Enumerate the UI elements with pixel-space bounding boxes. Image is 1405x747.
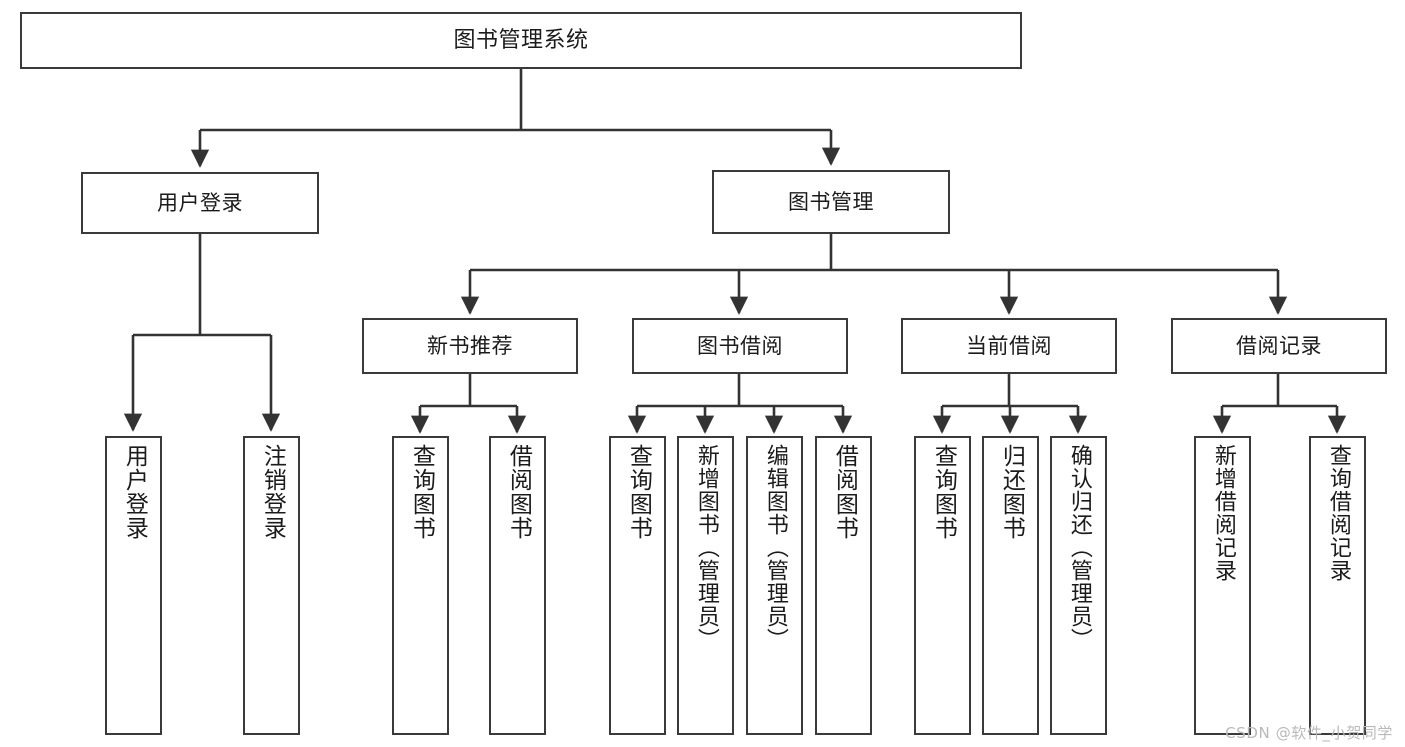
- node-leaf-confirm-return-label: 确认归还（管理员）: [1066, 444, 1092, 651]
- node-new-book-rec[interactable]: 新书推荐: [362, 318, 578, 374]
- node-leaf-borrow-book-b-label: 借阅图书: [831, 444, 858, 540]
- node-book-borrow[interactable]: 图书借阅: [632, 318, 848, 374]
- node-user-login-label: 用户登录: [157, 190, 243, 215]
- node-leaf-borrow-book-b[interactable]: 借阅图书: [815, 436, 872, 735]
- node-current-borrow[interactable]: 当前借阅: [901, 318, 1117, 374]
- node-leaf-query-book-b[interactable]: 查询图书: [609, 436, 666, 735]
- node-leaf-edit-book-label: 编辑图书（管理员）: [762, 444, 788, 651]
- node-current-borrow-label: 当前借阅: [966, 333, 1052, 358]
- node-leaf-return-book[interactable]: 归还图书: [982, 436, 1039, 735]
- node-root-label: 图书管理系统: [453, 27, 589, 53]
- node-leaf-user-login[interactable]: 用户登录: [105, 436, 162, 735]
- watermark: CSDN @软件_小贺同学: [1225, 724, 1393, 742]
- node-leaf-query-book-a-label: 查询图书: [408, 444, 435, 540]
- node-leaf-query-book-b-label: 查询图书: [625, 444, 652, 540]
- node-leaf-query-book-a[interactable]: 查询图书: [392, 436, 449, 735]
- node-leaf-query-record-label: 查询借阅记录: [1325, 444, 1351, 582]
- node-leaf-query-record[interactable]: 查询借阅记录: [1309, 436, 1366, 735]
- node-leaf-confirm-return[interactable]: 确认归还（管理员）: [1050, 436, 1107, 735]
- node-leaf-add-record-label: 新增借阅记录: [1210, 444, 1236, 582]
- node-borrow-record-label: 借阅记录: [1236, 333, 1322, 358]
- node-book-manage-label: 图书管理: [788, 189, 874, 214]
- node-leaf-return-book-label: 归还图书: [998, 444, 1025, 540]
- node-leaf-query-book-c-label: 查询图书: [930, 444, 957, 540]
- node-user-login[interactable]: 用户登录: [81, 172, 319, 234]
- node-leaf-logout-label: 注销登录: [259, 444, 286, 540]
- node-borrow-record[interactable]: 借阅记录: [1171, 318, 1387, 374]
- node-book-borrow-label: 图书借阅: [697, 333, 783, 358]
- node-leaf-borrow-book-a[interactable]: 借阅图书: [489, 436, 546, 735]
- node-leaf-user-login-label: 用户登录: [121, 444, 148, 540]
- node-root[interactable]: 图书管理系统: [20, 12, 1022, 69]
- node-leaf-edit-book[interactable]: 编辑图书（管理员）: [746, 436, 803, 735]
- node-leaf-query-book-c[interactable]: 查询图书: [914, 436, 971, 735]
- node-book-manage[interactable]: 图书管理: [712, 170, 950, 234]
- node-leaf-add-record[interactable]: 新增借阅记录: [1194, 436, 1251, 735]
- node-new-book-rec-label: 新书推荐: [427, 333, 513, 358]
- node-leaf-add-book[interactable]: 新增图书（管理员）: [677, 436, 734, 735]
- node-leaf-add-book-label: 新增图书（管理员）: [693, 444, 719, 651]
- node-leaf-borrow-book-a-label: 借阅图书: [505, 444, 532, 540]
- node-leaf-logout[interactable]: 注销登录: [243, 436, 300, 735]
